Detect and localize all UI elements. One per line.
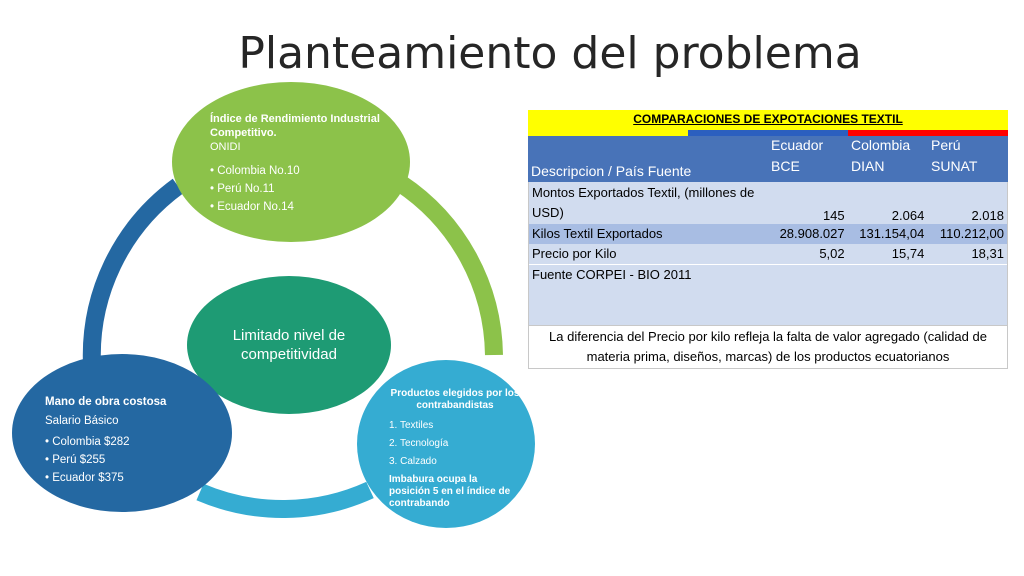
list-item: • Perú No.11 [210,183,275,195]
cell-value: 18,31 [971,246,1004,261]
list-item: 2. Tecnología [389,438,449,449]
cell-value: 2.018 [971,208,1004,223]
row-label: Kilos Textil Exportados [532,226,663,241]
header-label: Colombia [851,137,911,153]
top-subheading: ONIDI [210,141,241,153]
header-label: Perú [931,137,961,153]
center-label: Limitado nivel de competitividad [232,327,346,363]
header-label: Ecuador [771,137,824,153]
header-peru: Perú SUNAT [928,134,1008,182]
table-row: Kilos Textil Exportados 28.908.027 131.1… [529,224,1007,244]
cell-value: 15,74 [891,246,925,261]
list-item: • Perú $255 [45,454,106,466]
list-item: • Colombia $282 [45,436,130,448]
list-item: 3. Calzado [389,456,437,467]
table-row: Montos Exportados Textil, (millones de U… [529,182,1007,224]
cell-value: 28.908.027 [779,226,845,241]
right-list: 1. Textiles 2. Tecnología 3. Calzado [389,417,521,471]
right-footer: Imbabura ocupa la posición 5 en el índic… [389,474,511,509]
arc-bottom [196,481,374,518]
table-row: Precio por Kilo 5,02 15,74 18,31 [529,244,1007,264]
flag-stripe [528,128,1008,134]
cell-value: 110.212,00 [939,226,1004,241]
list-item: • Colombia No.10 [210,165,300,177]
table-body: Montos Exportados Textil, (millones de U… [528,182,1008,325]
arc-top-right [394,175,503,356]
header-source: BCE [771,158,800,174]
row-label: Precio por Kilo [532,246,617,261]
row-label: Montos Exportados Textil, (millones de U… [532,185,755,220]
circle-labor-cost: Mano de obra costosa Salario Básico • Co… [12,354,232,512]
header-source: SUNAT [931,158,978,174]
cell-value: 2.064 [891,208,925,223]
arc-left [82,178,184,366]
header-description: Descripcion / País Fuente [531,163,692,179]
list-item: • Ecuador $375 [45,472,124,484]
cell-value: 131.154,04 [859,226,925,241]
cell-value: 5,02 [819,246,845,261]
left-list: • Colombia $282 • Perú $255 • Ecuador $3… [45,433,218,487]
header-source: DIAN [851,158,885,174]
header-ecuador: Ecuador BCE [768,134,848,182]
cell-value: 145 [822,208,845,223]
table-source-row: Fuente CORPEI - BIO 2011 [529,264,1007,325]
table-title: COMPARACIONES DE EXPOTACIONES TEXTIL [528,110,1008,128]
exports-comparison-table: COMPARACIONES DE EXPOTACIONES TEXTIL Des… [528,110,1008,369]
circle-smuggled-products: Productos elegidos por los contrabandist… [357,360,535,528]
left-heading: Mano de obra costosa [45,396,167,408]
right-heading: Productos elegidos por los contrabandist… [390,388,520,411]
top-list: • Colombia No.10 • Perú No.11 • Ecuador … [210,162,388,216]
table-header-row: Descripcion / País Fuente Ecuador BCE Co… [528,134,1008,182]
header-colombia: Colombia DIAN [848,134,928,182]
list-item: 1. Textiles [389,420,434,431]
circle-competitiveness-index: Índice de Rendimiento Industrial Competi… [172,82,410,242]
left-subheading: Salario Básico [45,415,119,427]
table-note: La diferencia del Precio por kilo reflej… [528,325,1008,369]
table-source: Fuente CORPEI - BIO 2011 [532,267,692,282]
flag-bands [528,130,1008,136]
circle-center-problem: Limitado nivel de competitividad [187,276,391,414]
list-item: • Ecuador No.14 [210,201,294,213]
page-title: Planteamiento del problema [238,28,862,79]
top-heading: Índice de Rendimiento Industrial Competi… [210,113,380,139]
